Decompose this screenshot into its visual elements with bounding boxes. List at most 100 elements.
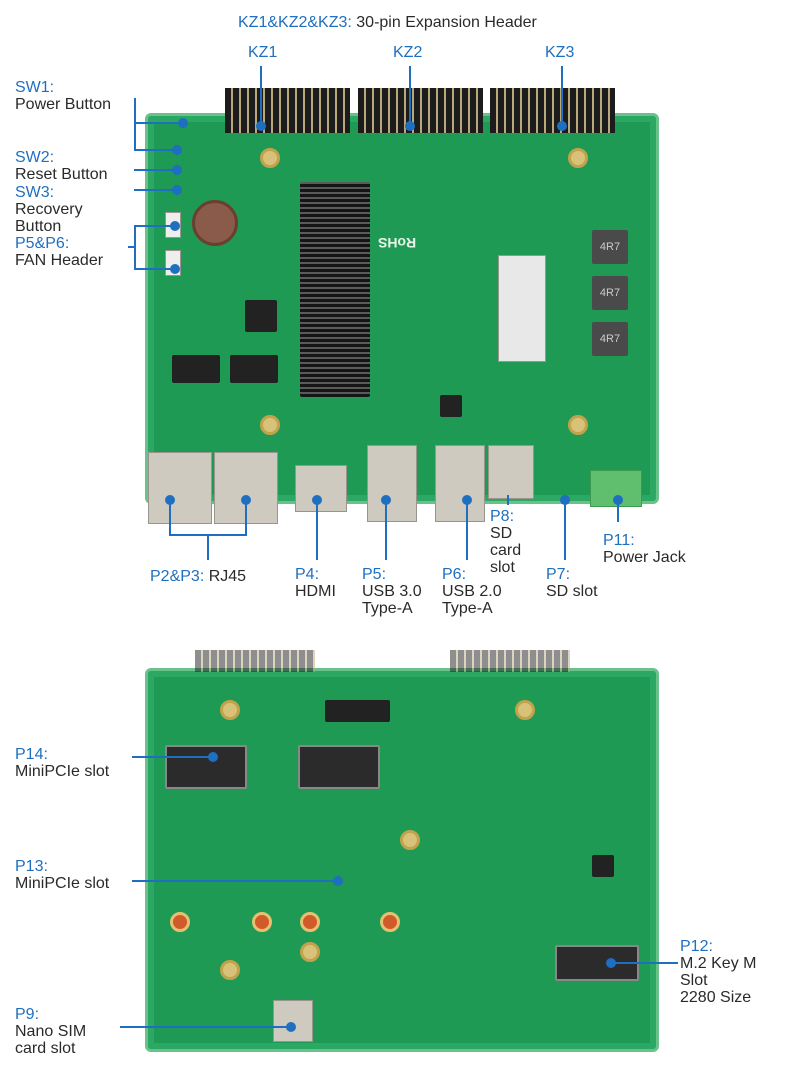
label-key: P13:	[15, 858, 48, 875]
marker-dot	[172, 165, 182, 175]
label-key: SW3:	[15, 184, 55, 201]
mount-hole	[400, 830, 420, 850]
label-p5-p6: P5&P6:FAN Header	[15, 235, 103, 269]
label-p4: P4:HDMI	[295, 566, 336, 600]
label-desc: Type-A	[442, 600, 493, 617]
marker-dot	[170, 221, 180, 231]
label-key: SW1:	[15, 79, 55, 96]
som-connector	[300, 182, 370, 397]
chip	[230, 355, 278, 383]
leader-line	[617, 500, 619, 522]
label-key: P4:	[295, 566, 320, 583]
leader-line	[260, 66, 262, 126]
label-key: P7:	[546, 566, 571, 583]
label-p11: P11:Power Jack	[603, 532, 686, 566]
label-key: P2&P3:	[150, 568, 205, 585]
marker-dot	[208, 752, 218, 762]
label-desc: FAN Header	[15, 252, 104, 269]
header-pins	[195, 650, 315, 672]
label-kz3: KZ3	[545, 44, 575, 61]
label-sw2: SW2:Reset Button	[15, 149, 108, 183]
leader-line	[134, 268, 174, 270]
label-desc: Power Button	[15, 96, 112, 113]
standoff	[170, 912, 190, 932]
label-desc: 30-pin Expansion Header	[356, 14, 537, 31]
label-key: P6:	[442, 566, 467, 583]
leader-line	[245, 500, 247, 535]
leader-line	[409, 66, 411, 126]
leader-line	[612, 962, 678, 964]
leader-line	[132, 880, 337, 882]
marker-dot	[172, 145, 182, 155]
label-desc: Type-A	[362, 600, 413, 617]
expansion-header-title: KZ1&KZ2&KZ3: 30-pin Expansion Header	[238, 14, 537, 31]
marker-dot	[606, 958, 616, 968]
label-kz1: KZ1	[248, 44, 278, 61]
label-desc: M.2 Key M	[680, 955, 757, 972]
label-key: P5:	[362, 566, 387, 583]
marker-dot	[557, 121, 567, 131]
label-desc: USB 2.0	[442, 583, 502, 600]
marker-dot	[333, 876, 343, 886]
label-desc: Recovery	[15, 201, 83, 218]
inductor: 4R7	[592, 322, 628, 356]
chip	[440, 395, 462, 417]
label-desc: RJ45	[208, 568, 247, 585]
leader-line	[385, 500, 387, 560]
label-key: P9:	[15, 1006, 40, 1023]
board-top-view	[145, 113, 659, 504]
leader-line	[120, 1026, 290, 1028]
label-desc: SD slot	[546, 583, 598, 600]
leader-line	[134, 122, 184, 124]
label-desc: MiniPCIe slot	[15, 763, 110, 780]
mount-hole	[260, 148, 280, 168]
leader-line	[564, 500, 566, 560]
leader-line	[316, 500, 318, 560]
m2-slot	[498, 255, 546, 362]
standoff	[300, 912, 320, 932]
header-pins	[450, 650, 570, 672]
chip	[592, 855, 614, 877]
power-jack	[590, 470, 642, 507]
board-bottom-view	[145, 668, 659, 1052]
leader-line	[207, 534, 209, 560]
usb2-port	[435, 445, 485, 522]
rohs-mark: RoHS	[378, 235, 417, 251]
label-desc: 2280 Size	[680, 989, 752, 1006]
mount-hole	[220, 960, 240, 980]
label-desc: Slot	[680, 972, 708, 989]
mount-hole	[568, 415, 588, 435]
rj45-port	[148, 452, 212, 524]
standoff	[252, 912, 272, 932]
header-kz1	[225, 88, 350, 133]
label-key: SW2:	[15, 149, 55, 166]
mount-hole	[515, 700, 535, 720]
inductor: 4R7	[592, 230, 628, 264]
label-key: KZ1&KZ2&KZ3:	[238, 14, 352, 31]
label-p2-p3: P2&P3: RJ45	[150, 568, 246, 585]
chip	[172, 355, 220, 383]
leader-line	[134, 98, 136, 150]
nano-sim-slot	[273, 1000, 313, 1042]
label-desc: Button	[15, 218, 62, 235]
coin-cell-holder	[192, 200, 238, 246]
label-desc: Nano SIM	[15, 1023, 87, 1040]
chip	[245, 300, 277, 332]
leader-line	[128, 246, 136, 248]
marker-dot	[256, 121, 266, 131]
marker-dot	[170, 264, 180, 274]
hdmi-port	[295, 465, 347, 512]
label-desc: USB 3.0	[362, 583, 422, 600]
label-sw1: SW1:Power Button	[15, 79, 111, 113]
leader-line	[132, 756, 212, 758]
label-key: P11:	[603, 532, 635, 549]
label-key: P14:	[15, 746, 48, 763]
label-desc: MiniPCIe slot	[15, 875, 110, 892]
